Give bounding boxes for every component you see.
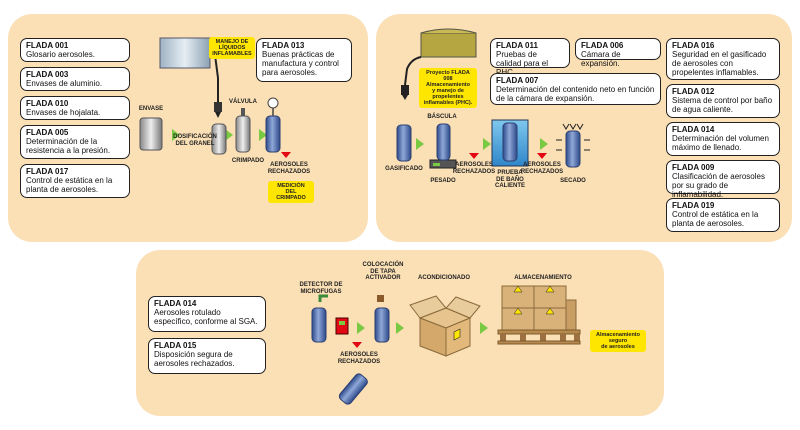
crimpado-label: CRIMPADO [231,158,265,164]
cap-icon [377,295,384,302]
pallet-storage-icon [497,285,581,345]
standard-description: Buenas prácticas de manufactura y contro… [262,49,339,77]
standard-card: FLADA 017 Control de estática en la plan… [20,164,130,198]
envase-label: ENVASE [138,106,164,112]
standard-card: FLADA 012 Sistema de control por baño de… [666,84,780,118]
reject-arrow-icon [281,152,291,158]
rejected-label: AEROSOLES RECHAZADOS [337,352,381,365]
standard-card: FLADA 009 Clasificación de aerosoles por… [666,160,780,199]
propellant-tank-icon [401,28,477,100]
standard-code: FLADA 010 [26,99,69,108]
standard-card: FLADA 011 Pruebas de calidad para el PHC… [490,38,570,77]
cap-placement-label: COLOCACIÓN DE TAPA ACTIVADOR [362,262,404,282]
hot-water-bath-icon [491,119,529,167]
rejected-label: AEROSOLES RECHAZADOS [452,162,496,175]
standard-description: Disposición segura de aerosoles rechazad… [154,349,235,368]
standard-code: FLADA 014 [154,299,197,308]
standard-description: Cámara de expansión. [581,49,621,68]
standard-code: FLADA 016 [672,41,715,50]
standard-card: FLADA 003 Envases de aluminio. [20,67,130,91]
flow-arrow-icon [416,138,424,150]
standard-description: Pruebas de calidad para el PHC. [496,49,549,77]
standard-description: Determinación de la resistencia a la pre… [26,136,111,155]
standard-code: FLADA 006 [581,41,624,50]
standard-card: FLADA 014 Aerosoles rotulado específico,… [148,296,266,332]
standard-card: FLADA 016 Seguridad en el gasificado de … [666,38,780,80]
standard-code: FLADA 007 [496,76,539,85]
standard-code: FLADA 013 [262,41,305,50]
dosificacion-label: DOSIFICACIÓN DEL GRANEL [173,134,217,147]
standard-code: FLADA 003 [26,70,69,79]
standard-card: FLADA 014 Determinación del volumen máxi… [666,122,780,156]
standard-code: FLADA 011 [496,41,538,50]
standard-description: Control de estática en la planta de aero… [672,209,759,228]
cardboard-box-icon [409,295,481,357]
flow-arrow-icon [483,138,491,150]
reject-arrow-icon [469,153,479,159]
standard-code: FLADA 001 [26,41,69,50]
standard-description: Envases de hojalata. [26,107,101,117]
flow-arrow-icon [357,322,365,334]
standard-description: Sistema de control por baño de agua cali… [672,95,773,114]
standard-description: Determinación del contenido neto en func… [496,84,655,103]
flow-arrow-icon [225,129,233,141]
leak-detector-icon [311,294,349,343]
flow-arrow-icon [259,129,267,141]
standard-description: Clasificación de aerosoles por su grado … [672,171,765,199]
standard-card: FLADA 013 Buenas prácticas de manufactur… [256,38,352,82]
standard-card: FLADA 001 Glosario aerosoles. [20,38,130,62]
safe-storage-label: Almacenamiento seguro de aerosoles [590,330,646,353]
standard-card: FLADA 005 Determinación de la resistenci… [20,125,130,159]
tank-label: MANEJO DE LÍQUIDOS INFLAMABLES [209,37,255,60]
standard-code: FLADA 019 [672,201,715,210]
standard-card: FLADA 010 Envases de hojalata. [20,96,130,120]
standard-code: FLADA 017 [26,167,69,176]
acondicionado-label: ACONDICIONADO [418,275,470,281]
filled-can-icon [211,123,227,155]
secado-label: SECADO [560,178,586,184]
flow-arrow-icon [396,322,404,334]
standard-card: FLADA 015 Disposición segura de aerosole… [148,338,266,374]
standard-code: FLADA 009 [672,163,715,172]
standard-description: Seguridad en el gasificado de aerosoles … [672,49,767,77]
almacenamiento-label: ALMACENAMIENTO [514,275,572,281]
bascula-label: BÁSCULA [427,114,457,120]
flow-arrow-icon [480,322,488,334]
reject-arrow-icon [352,342,362,348]
gasificado-label: GASIFICADO [385,166,423,172]
flow-arrow-icon [540,138,548,150]
standard-description: Envases de aluminio. [26,78,103,88]
standard-code: FLADA 014 [672,125,715,134]
crimp-measurement-label: MEDICIÓN DEL CRIMPADO [268,181,314,204]
standard-description: Aerosoles rotulado específico, conforme … [154,307,258,326]
drying-can-icon [556,123,590,168]
leak-detector-label: DETECTOR DE MICROFUGAS [299,282,343,295]
phc-project-label: Proyecto FLADA 008 Almacenamiento y mane… [419,68,477,109]
valvula-label: VÁLVULA [229,99,257,105]
standard-code: FLADA 012 [672,87,715,96]
hot-bath-label: PRUEBA DE BAÑO CALIENTE [495,170,525,190]
standard-code: FLADA 015 [154,341,197,350]
standard-code: FLADA 005 [26,128,69,137]
standard-card: FLADA 006 Cámara de expansión. [575,38,661,68]
standard-card: FLADA 007 Determinación del contenido ne… [490,73,661,105]
standard-description: Control de estática en la planta de aero… [26,175,113,194]
empty-can-icon [139,117,163,151]
standard-description: Determinación del volumen máximo de llen… [672,133,769,152]
valve-can-icon [235,108,251,153]
flow-arrow-icon [172,129,180,141]
rejected-label: AEROSOLES RECHAZADOS [520,162,564,175]
rejected-can-icon [338,373,368,405]
rejected-label: AEROSOLES RECHAZADOS [267,162,311,175]
gassing-can-icon [396,124,412,162]
reject-arrow-icon [537,153,547,159]
crimped-can-icon [265,97,281,153]
capped-can-icon [374,307,390,343]
standard-card: FLADA 019 Control de estática en la plan… [666,198,780,232]
standard-description: Glosario aerosoles. [26,49,95,59]
pesado-label: PESADO [430,178,456,184]
scale-icon [429,123,457,169]
